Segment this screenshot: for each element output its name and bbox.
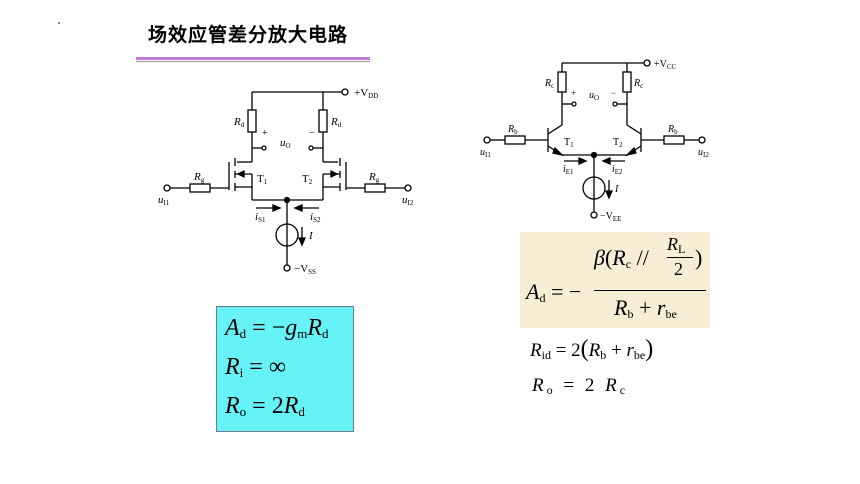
bjt-rb-left-label: Rb xyxy=(507,124,518,136)
bjt-ui1-label: uI1 xyxy=(480,147,491,159)
fet-ui2-label: uI2 xyxy=(402,194,414,207)
bjt-rid-formula: Rid = 2(Rb + rbe) xyxy=(530,336,654,362)
bjt-vee-label: −VEE xyxy=(600,211,621,223)
bjt-wires xyxy=(483,59,706,219)
fet-is1-label: iS1 xyxy=(255,211,266,224)
fet-ad-formula: Ad = −gmRd xyxy=(225,315,329,341)
bjt-ad-denominator: Rb + rbe xyxy=(614,295,677,321)
bjt-ad-rl: RL xyxy=(667,234,686,256)
fet-rg-left-label: Rg xyxy=(193,171,205,184)
title-underline xyxy=(136,57,370,60)
stray-dot xyxy=(58,22,60,24)
bjt-ie2-label: iE2 xyxy=(612,164,623,176)
fet-rd-left-label: Rd xyxy=(233,116,245,129)
bjt-vcc-label: +VCC xyxy=(654,59,677,71)
fet-ui1-label: uI1 xyxy=(158,194,170,207)
bjt-rc-left-label: Rc xyxy=(544,78,554,90)
fet-t2-label: T2 xyxy=(302,173,313,186)
fet-rd-right-label: Rd xyxy=(330,116,342,129)
fet-rg-right-label: Rg xyxy=(368,171,380,184)
fet-current-label: I xyxy=(308,230,314,242)
fet-vss-label: −VSS xyxy=(294,263,316,276)
fet-wires xyxy=(163,88,412,272)
fet-uo-minus: − xyxy=(309,128,315,139)
bjt-ad-numerator: β(Rc // xyxy=(594,245,649,271)
fet-t1-label: T1 xyxy=(257,173,268,186)
bjt-rb-right-label: Rb xyxy=(667,124,678,136)
bjt-ad-two: 2 xyxy=(674,259,683,279)
bjt-ad-formula-box: Ad = − β(Rc // RL 2 ) Rb + rbe xyxy=(520,232,710,328)
bjt-uo-plus: + xyxy=(571,88,576,98)
bjt-t2-label: T2 xyxy=(613,137,623,149)
fet-is2-label: iS2 xyxy=(310,211,321,224)
bjt-ie1-label: iE1 xyxy=(563,164,574,176)
slide-title: 场效应管差分放大电路 xyxy=(148,24,349,46)
fet-ri-formula: Ri = ∞ xyxy=(225,354,286,380)
fet-formula-box: Ad = −gmRd Ri = ∞ Ro = 2Rd xyxy=(216,306,354,432)
bjt-rc-right-label: Rc xyxy=(633,78,643,90)
title-underline-shadow xyxy=(136,61,370,62)
bjt-ad-fraction-bar xyxy=(594,290,706,291)
bjt-ad-inner-fraction-bar xyxy=(667,257,693,258)
bjt-ad-lhs: Ad = − xyxy=(526,279,582,305)
bjt-current-label: I xyxy=(614,184,619,195)
bjt-t1-label: T1 xyxy=(564,137,574,149)
fet-ro-formula: Ro = 2Rd xyxy=(225,393,305,419)
bjt-uo-minus: − xyxy=(611,88,616,98)
bjt-ui2-label: uI2 xyxy=(698,147,709,159)
bjt-ad-close: ) xyxy=(695,245,703,270)
fet-uo-label: uO xyxy=(280,137,291,150)
fet-vdd-label: +VDD xyxy=(354,87,378,100)
bjt-ro-formula: Ro = 2 Rc xyxy=(532,375,629,397)
bjt-uo-label: uO xyxy=(589,90,599,102)
fet-uo-plus: + xyxy=(262,128,268,139)
